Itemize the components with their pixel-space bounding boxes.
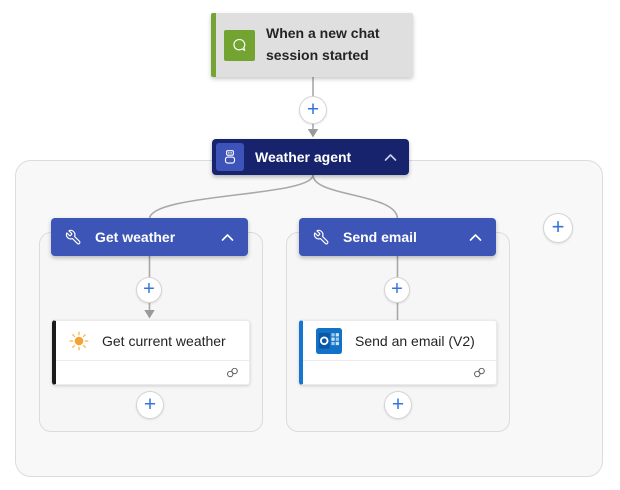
wrench-icon (313, 229, 329, 244)
branch-header-label: Send email (343, 229, 417, 245)
trigger-label: When a new chat session started (266, 25, 380, 63)
outlook-icon (316, 327, 342, 354)
add-action-button-send-email[interactable]: + (384, 391, 412, 419)
agent-collapse-button[interactable] (381, 148, 399, 166)
plus-icon: + (306, 97, 320, 121)
chevron-up-icon (469, 233, 481, 241)
link-icon[interactable] (472, 366, 487, 379)
branch-header-send-email[interactable]: Send email (299, 218, 496, 256)
branch-collapse-button-send-email[interactable] (466, 228, 484, 246)
action-card-footer (303, 360, 496, 384)
plus-icon: + (551, 214, 565, 239)
insert-action-button-after-trigger[interactable]: + (299, 96, 327, 124)
wrench-icon (65, 229, 81, 244)
plus-icon: + (391, 392, 405, 416)
action-card-footer (56, 360, 249, 384)
chevron-up-icon (384, 153, 396, 161)
insert-action-button-get-weather[interactable]: + (136, 277, 162, 303)
plus-icon: + (143, 278, 155, 300)
chat-bubble-icon (224, 29, 255, 61)
action-card-main: Send an email (V2) (303, 321, 496, 360)
insert-action-button-send-email[interactable]: + (384, 277, 410, 303)
trigger-card[interactable]: When a new chat session started (211, 13, 413, 77)
plus-icon: + (391, 278, 403, 300)
sun-icon (69, 330, 89, 351)
action-card-send-an-email-v2[interactable]: Send an email (V2) (299, 320, 497, 385)
action-label: Get current weather (102, 332, 226, 349)
link-icon[interactable] (225, 366, 240, 379)
branch-header-get-weather[interactable]: Get weather (51, 218, 248, 256)
action-label: Send an email (V2) (355, 332, 475, 349)
agent-node-weather-agent[interactable]: Weather agent (212, 139, 409, 175)
add-branch-button[interactable]: + (543, 213, 573, 243)
action-card-get-current-weather[interactable]: Get current weather (52, 320, 250, 385)
bot-icon (216, 143, 244, 171)
action-card-main: Get current weather (56, 321, 249, 360)
add-action-button-get-weather[interactable]: + (136, 391, 164, 419)
agent-node-label: Weather agent (255, 149, 352, 165)
plus-icon: + (143, 392, 157, 416)
chevron-up-icon (221, 233, 233, 241)
branch-header-label: Get weather (95, 229, 176, 245)
branch-collapse-button-get-weather[interactable] (218, 228, 236, 246)
